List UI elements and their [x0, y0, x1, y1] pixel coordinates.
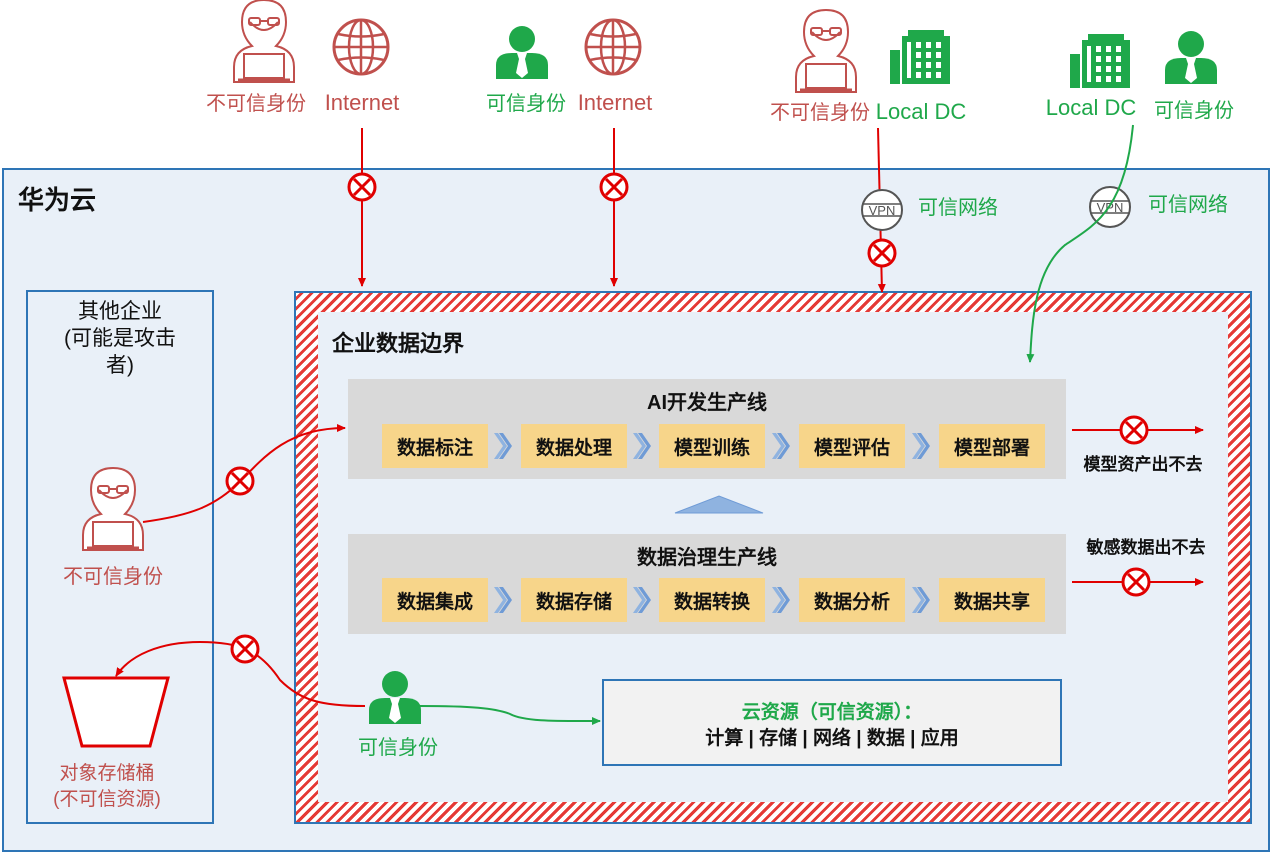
vpn-icon-text-2: VPN	[1097, 200, 1124, 215]
data-step-analysis: 数据分析	[799, 578, 905, 622]
ai-step-deployment: 模型部署	[939, 424, 1045, 468]
model-out-label: 模型资产出不去	[1084, 454, 1203, 474]
internet-globe-icon-2	[584, 18, 642, 76]
untrusted-identity-icon-2	[794, 8, 858, 94]
pipeline-flow-triangle	[674, 495, 764, 514]
blocked-icon-3	[867, 238, 897, 268]
ai-chevron-3	[772, 433, 790, 459]
source-1-identity: 不可信身份	[206, 92, 306, 115]
local-dc-building-icon-2	[1070, 34, 1130, 88]
data-step-storage: 数据存储	[521, 578, 627, 622]
bucket-label-2: (不可信资源)	[53, 788, 161, 810]
blocked-icon-2	[599, 172, 629, 202]
bucket-icon	[62, 676, 170, 748]
left-untrusted-identity-icon	[81, 466, 145, 552]
ai-step-evaluation: 模型评估	[799, 424, 905, 468]
vpn-icon-text-1: VPN	[869, 203, 896, 218]
boundary-title: 企业数据边界	[332, 331, 465, 356]
blocked-icon-bucket	[230, 634, 260, 664]
left-untrusted-label: 不可信身份	[63, 565, 163, 588]
source-3-network: Local DC	[876, 99, 967, 124]
other-enterprise-title: 其他企业 (可能是攻击 者)	[64, 300, 176, 377]
blocked-icon-model	[1119, 415, 1149, 445]
trusted-resource-arrow	[419, 705, 601, 726]
ai-pipeline-title: AI开发生产线	[647, 392, 767, 414]
bucket-label-1: 对象存储桶	[59, 762, 154, 784]
data-chevron-3	[772, 587, 790, 613]
left-trusted-label: 可信身份	[358, 736, 438, 759]
data-step-sharing: 数据共享	[939, 578, 1045, 622]
vpn-label-1: 可信网络	[918, 196, 998, 219]
ai-step-processing: 数据处理	[521, 424, 627, 468]
localdc-trusted-arrow	[1026, 124, 1134, 363]
vpn-label-2: 可信网络	[1148, 193, 1228, 216]
vpn-icon-1: VPN	[861, 189, 903, 231]
left-trusted-identity-icon	[369, 671, 421, 724]
data-step-transform: 数据转换	[659, 578, 765, 622]
ai-chevron-4	[912, 433, 930, 459]
ai-step-labeling: 数据标注	[382, 424, 488, 468]
source-1-network: Internet	[325, 90, 400, 115]
cloud-title: 华为云	[18, 185, 97, 215]
data-step-integration: 数据集成	[382, 578, 488, 622]
internet-globe-icon-1	[332, 18, 390, 76]
trusted-identity-icon-1	[496, 26, 548, 79]
source-3-identity: 不可信身份	[770, 101, 870, 124]
local-dc-building-icon-1	[890, 30, 950, 84]
source-4-network: Local DC	[1046, 95, 1137, 120]
data-chevron-2	[633, 587, 651, 613]
data-chevron-1	[494, 587, 512, 613]
trusted-identity-icon-2	[1165, 31, 1217, 84]
untrusted-identity-icon-1	[232, 0, 296, 84]
blocked-icon-1	[347, 172, 377, 202]
data-pipeline-title: 数据治理生产线	[637, 547, 777, 569]
blocked-icon-left	[225, 466, 255, 496]
source-2-identity: 可信身份	[486, 92, 566, 115]
cloud-resources-title: 云资源（可信资源）：	[741, 702, 923, 723]
data-chevron-4	[912, 587, 930, 613]
source-4-identity: 可信身份	[1154, 99, 1234, 122]
cloud-resources-box	[602, 679, 1062, 766]
cloud-resources-items: 计算 | 存储 | 网络 | 数据 | 应用	[705, 728, 959, 749]
data-out-label: 敏感数据出不去	[1086, 537, 1206, 557]
ai-chevron-1	[494, 433, 512, 459]
blocked-icon-data	[1121, 567, 1151, 597]
source-2-network: Internet	[578, 90, 653, 115]
ai-step-training: 模型训练	[659, 424, 765, 468]
ai-chevron-2	[633, 433, 651, 459]
